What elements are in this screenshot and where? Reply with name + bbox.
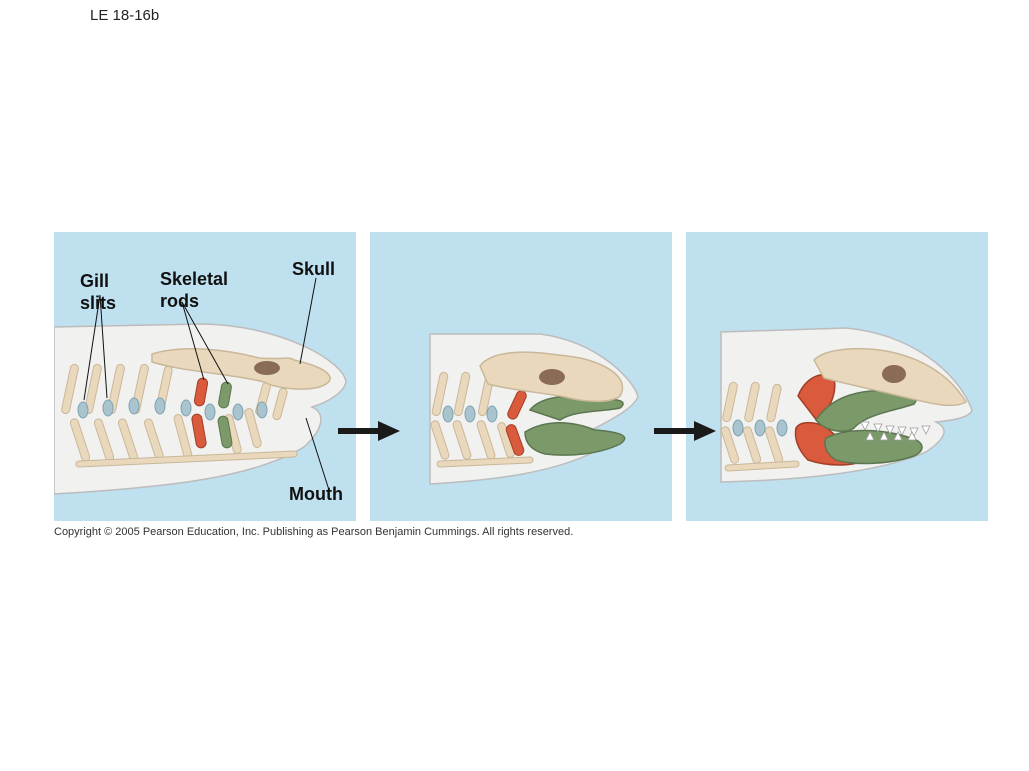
copyright-notice: Copyright © 2005 Pearson Education, Inc.… xyxy=(54,526,574,538)
skeletal-rods-label: Skeletal rods xyxy=(160,268,228,312)
skull-orbit xyxy=(254,361,280,375)
gill-slits-1 xyxy=(77,397,268,421)
stage-1-illustration xyxy=(54,232,356,521)
gill-slits-2 xyxy=(442,405,498,423)
skeletal-rods-label-line-2: rods xyxy=(160,291,200,311)
stage-2-illustration xyxy=(370,232,672,521)
gill-slits-pointer xyxy=(83,294,101,401)
stage-2-panel xyxy=(370,232,672,521)
stage-3-illustration xyxy=(686,232,988,521)
skull-label: Skull xyxy=(292,259,336,279)
skeletal-rods-1 xyxy=(191,377,233,449)
mouth-pointer xyxy=(305,417,330,491)
gill-arches-3 xyxy=(720,381,800,472)
skull-orbit xyxy=(539,369,565,385)
green-jaw-elements xyxy=(815,390,923,465)
skull-orbit xyxy=(882,365,906,383)
arrow-1-to-2 xyxy=(338,421,400,441)
arrow-2-to-3 xyxy=(654,421,716,441)
skeletal-rods-pointer xyxy=(181,301,205,381)
skull-pointer xyxy=(299,277,317,365)
gill-arches-2 xyxy=(430,371,534,468)
stage-1-panel xyxy=(54,232,356,521)
gill-slits-label-line-1: Gill xyxy=(80,271,110,291)
mouth-label: Mouth xyxy=(289,484,343,504)
teeth xyxy=(860,421,931,441)
skeletal-rods-label-line-1: Skeletal xyxy=(160,269,229,289)
figure-id: LE 18-16b xyxy=(90,7,160,24)
green-jaw-elements xyxy=(524,395,626,456)
skull xyxy=(151,348,331,390)
gill-slits-label-line-2: slits xyxy=(80,293,117,313)
stage-3-panel xyxy=(686,232,988,521)
gill-slits-3 xyxy=(732,419,788,437)
gill-slits-label: Gill slits xyxy=(80,270,116,314)
